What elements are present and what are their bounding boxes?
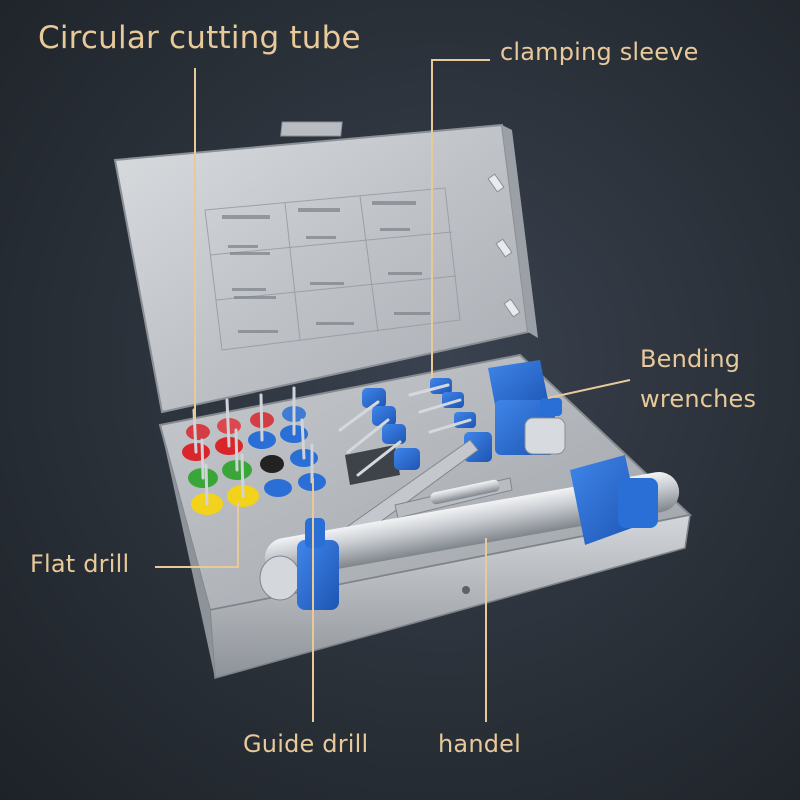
label-bending-wrenches-line2: wrenches <box>640 385 757 413</box>
label-circular-cutting-tube: Circular cutting tube <box>38 20 361 56</box>
label-guide-drill: Guide drill <box>243 730 369 758</box>
bending-wrenches <box>488 360 566 455</box>
box-lid <box>113 121 538 414</box>
handle <box>259 455 680 610</box>
label-flat-drill: Flat drill <box>30 550 130 578</box>
label-handel: handel <box>438 730 521 758</box>
callout-leader-lines <box>155 59 631 722</box>
label-clamping-sleeve: clamping sleeve <box>500 38 699 66</box>
label-bending-wrenches-line1: Bending <box>640 345 741 373</box>
